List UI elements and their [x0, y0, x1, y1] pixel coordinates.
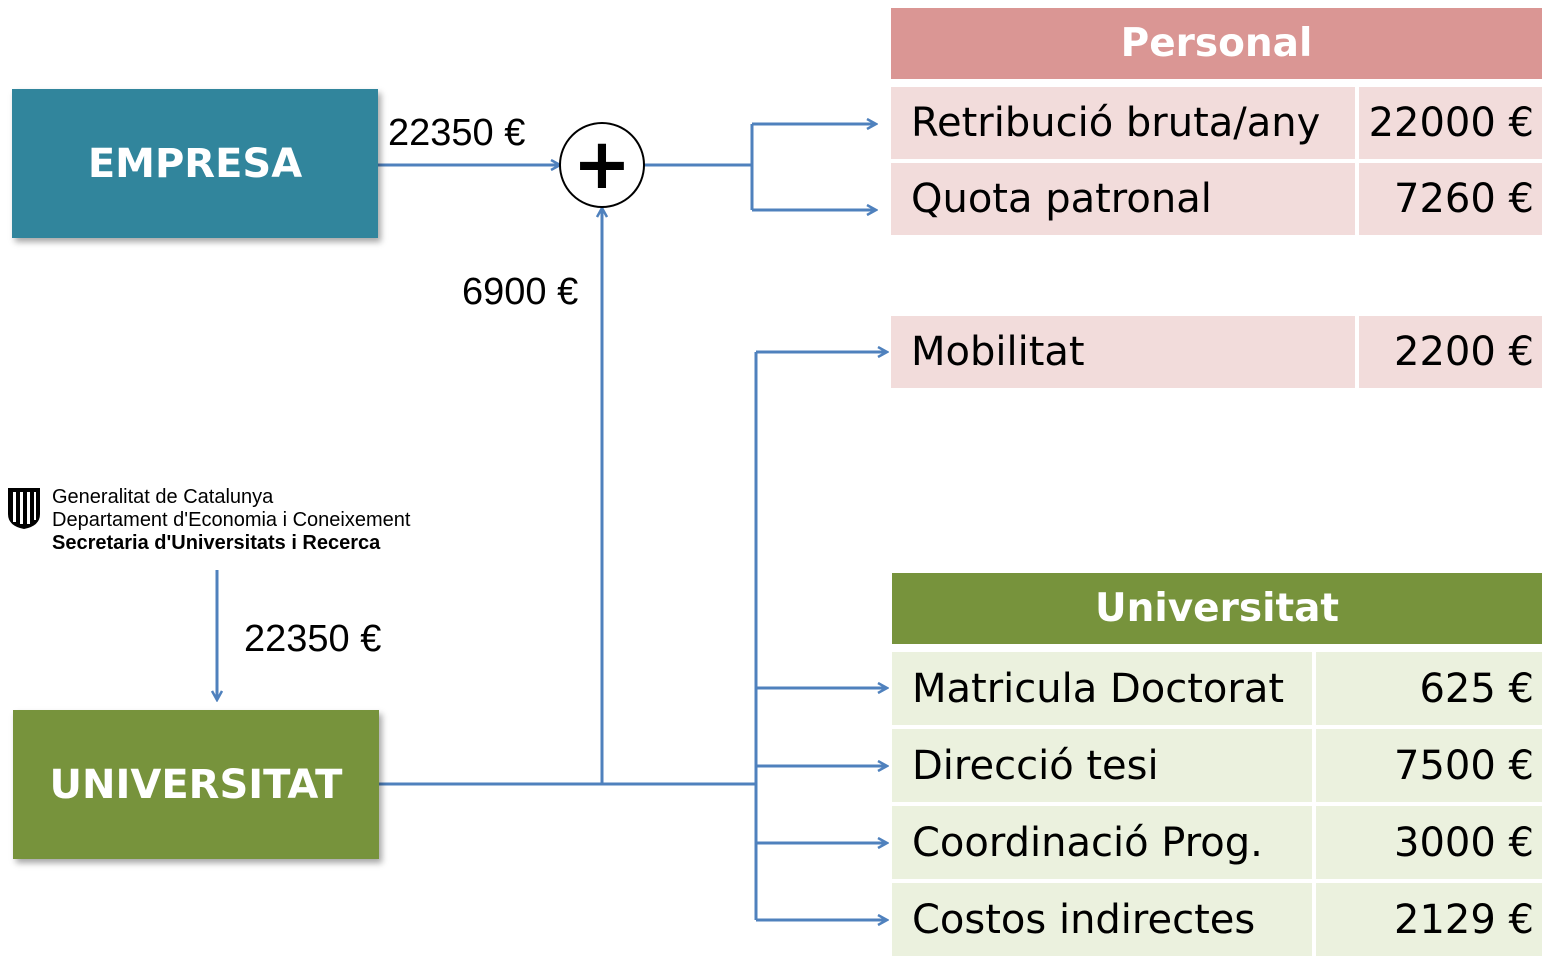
empresa-node: EMPRESA [12, 89, 378, 238]
generalitat-line-2: Departament d'Economia i Coneixement [52, 509, 411, 531]
empresa-amount: 22350 € [388, 112, 526, 154]
mobilitat-value: 2200 € [1359, 316, 1542, 388]
personal-row-value: 22000 € [1359, 87, 1542, 159]
personal-row-label: Quota patronal [891, 163, 1355, 235]
mobilitat-label: Mobilitat [891, 316, 1355, 388]
universitat-node: UNIVERSITAT [13, 710, 379, 859]
universitat-row-value: 625 € [1316, 652, 1542, 725]
univ-to-sum-amount: 6900 € [462, 271, 579, 313]
universitat-header-label: Universitat [1094, 586, 1340, 631]
universitat-row-label: Costos indirectes [892, 883, 1312, 956]
generalitat-line-1: Generalitat de Catalunya [52, 486, 274, 508]
gen-amount: 22350 € [244, 618, 382, 660]
personal-row-label: Retribució bruta/any [891, 87, 1355, 159]
generalitat-emblem-icon [8, 488, 40, 529]
universitat-row-value: 2129 € [1316, 883, 1542, 956]
sum-node [559, 122, 645, 208]
universitat-header: Universitat [892, 573, 1542, 644]
sum-symbol: + [573, 123, 632, 205]
personal-header: Personal [891, 8, 1542, 79]
universitat-row-label: Coordinació Prog. [892, 806, 1312, 879]
empresa-label: EMPRESA [87, 140, 303, 187]
personal-header-label: Personal [1120, 21, 1313, 66]
universitat-row-label: Direcció tesi [892, 729, 1312, 802]
universitat-row-value: 7500 € [1316, 729, 1542, 802]
universitat-row-value: 3000 € [1316, 806, 1542, 879]
universitat-row-label: Matricula Doctorat [892, 652, 1312, 725]
personal-row-value: 7260 € [1359, 163, 1542, 235]
generalitat-line-3: Secretaria d'Universitats i Recerca [52, 532, 381, 554]
universitat-label: UNIVERSITAT [49, 761, 343, 808]
